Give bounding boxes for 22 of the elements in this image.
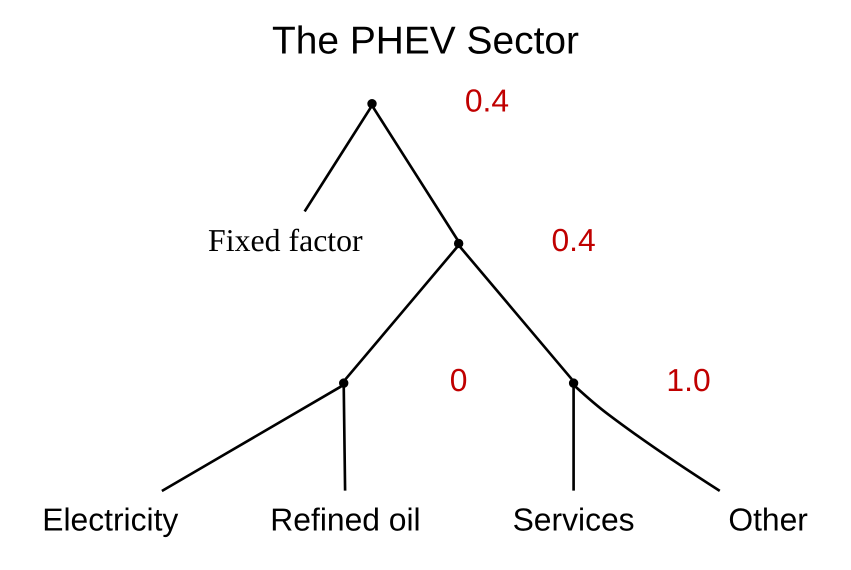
connector: [372, 106, 458, 240]
node-point: [367, 99, 377, 108]
node-text: Services: [512, 502, 635, 538]
connector: [459, 246, 573, 380]
label: 0.4: [464, 82, 510, 119]
node-text: Other: [728, 502, 808, 538]
label: 0.4: [551, 222, 596, 258]
connector: [574, 386, 720, 492]
connector: [342, 387, 346, 491]
label: 0: [450, 362, 468, 398]
connector: [344, 246, 458, 380]
connector: [161, 385, 342, 492]
node-text: Fixed factor: [208, 223, 363, 258]
diagram-title: The PHEV Sector: [272, 20, 579, 63]
node-point: [454, 238, 464, 248]
node-point: [339, 378, 348, 388]
connector: [304, 106, 372, 212]
connector: [572, 387, 575, 491]
node-point: [568, 378, 578, 388]
node-text: Refined oil: [270, 502, 421, 538]
label: 1.0: [666, 362, 711, 398]
node-text: Electricity: [42, 502, 178, 538]
